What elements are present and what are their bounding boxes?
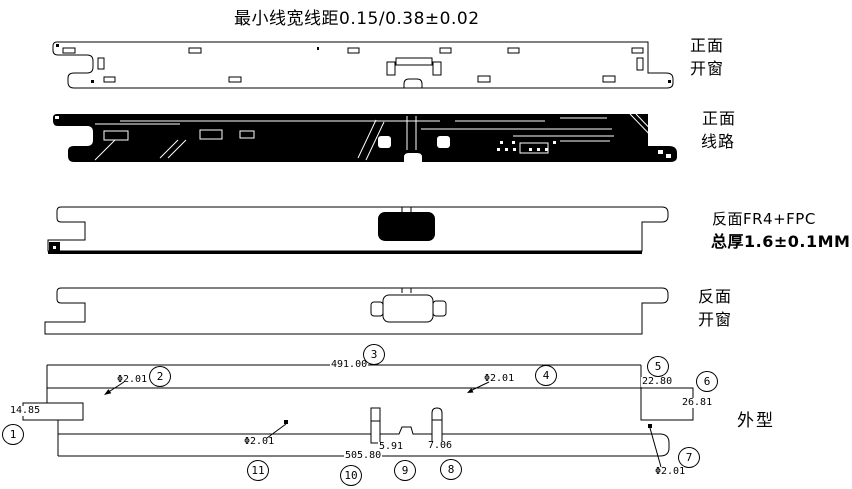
- slot-a: [370, 407, 381, 444]
- callout-1: 1: [2, 424, 24, 445]
- outline-dimension-drawing: [22, 364, 694, 468]
- drawing-title: 最小线宽线距0.15/0.38±0.02: [234, 9, 480, 29]
- dim-length-bottom: 505.80: [344, 450, 383, 461]
- outline-view-label: 外型: [737, 411, 775, 431]
- callout-4: 4: [535, 365, 557, 386]
- callout-9: 9: [394, 460, 416, 481]
- dim-hole-bottom: Φ2.01: [244, 436, 275, 447]
- back-window-drawing: [44, 287, 669, 335]
- callout-7: 7: [678, 447, 700, 468]
- panel2-label-line1: 正面: [702, 109, 737, 128]
- dim-tab-height: 26.81: [681, 397, 714, 408]
- dim-slot-b: 7.06: [427, 440, 454, 451]
- panel4-label-line1: 反面: [698, 287, 733, 306]
- board-outline-path: [44, 287, 669, 335]
- panel4-label-line2: 开窗: [698, 310, 733, 329]
- callout-6: 6: [696, 371, 718, 392]
- dim-hole-left: Φ2.01: [117, 374, 148, 385]
- board-outline-path: [52, 41, 674, 89]
- callout-8: 8: [440, 459, 462, 480]
- dim-left-tab: 14.85: [9, 405, 42, 416]
- callout-10: 10: [340, 465, 362, 486]
- callout-11: 11: [247, 460, 269, 481]
- callout-5: 5: [647, 356, 669, 377]
- panel1-label-line1: 正面: [690, 36, 725, 55]
- copper-fill-path: [53, 114, 677, 162]
- front-circuit-drawing: [53, 113, 677, 162]
- dim-length-top: 491.00: [330, 359, 369, 370]
- panel2-label-line2: 线路: [701, 132, 736, 151]
- slot-b: [431, 407, 443, 444]
- board-outline-path: [47, 206, 669, 252]
- dim-slot-a: 5.91: [378, 441, 405, 452]
- stiffener-block: [378, 212, 435, 241]
- callout-2: 2: [149, 366, 171, 387]
- callout-3: 3: [363, 344, 385, 365]
- dim-tab-width: 22.80: [641, 376, 674, 387]
- panel1-label-line2: 开窗: [690, 59, 725, 78]
- panel3-label-line1: 反面FR4+FPC: [712, 210, 816, 228]
- front-window-drawing: [52, 41, 674, 89]
- panel3-label-line2: 总厚1.6±0.1MM: [711, 232, 851, 251]
- back-fr4-drawing: [47, 206, 669, 254]
- dim-hole-mid: Φ2.01: [484, 373, 515, 384]
- dim-hole-right: Φ2.01: [655, 466, 686, 477]
